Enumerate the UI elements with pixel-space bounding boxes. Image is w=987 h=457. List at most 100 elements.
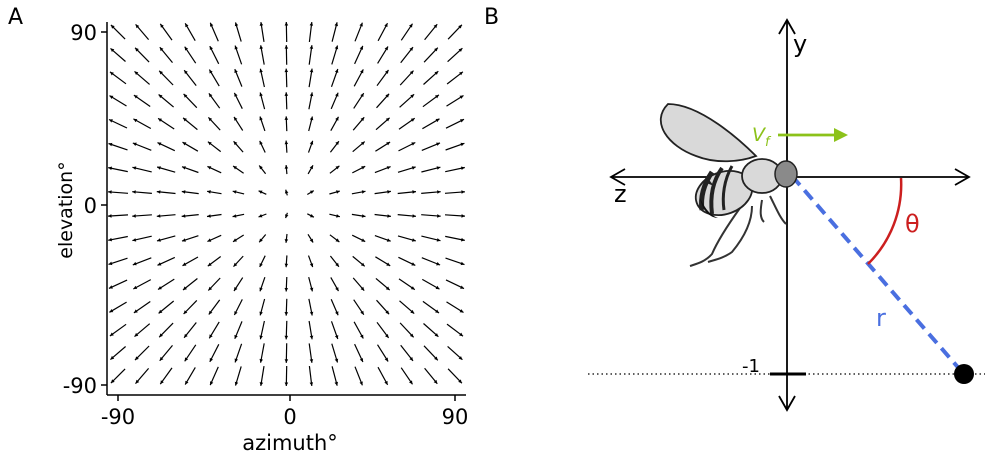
fly-icon — [659, 103, 798, 267]
flow-arrowhead — [360, 93, 364, 98]
flow-arrowhead — [208, 310, 213, 315]
flow-arrowhead — [284, 22, 289, 26]
flow-arrowhead — [158, 94, 163, 99]
flow-arrowhead — [134, 71, 139, 75]
flow-arrowhead — [207, 190, 211, 194]
flow-arrowhead — [208, 93, 213, 98]
flow-arrowhead — [386, 142, 391, 146]
flow-arrowhead — [160, 380, 164, 385]
flow-arrowhead — [309, 311, 314, 316]
flow-arrowhead — [135, 379, 140, 384]
flow-arrowhead — [459, 309, 464, 313]
ytick-90: 90 — [70, 21, 97, 45]
flow-arrowhead — [284, 45, 289, 49]
flow-arrowhead — [459, 71, 463, 76]
flow-arrowhead — [135, 24, 140, 29]
flow-arrowhead — [459, 95, 464, 99]
flow-arrowhead — [181, 190, 186, 194]
flow-arrowhead — [207, 141, 212, 146]
flow-arrowhead — [360, 69, 364, 74]
flow-arrowhead — [110, 24, 115, 29]
distance-label: r — [876, 304, 886, 332]
flow-arrowhead — [207, 166, 212, 170]
flow-arrowhead — [409, 380, 413, 385]
flow-arrowhead — [409, 70, 414, 75]
flow-arrowhead — [232, 214, 237, 218]
flow-arrowhead — [133, 118, 138, 123]
flow-arrowhead — [361, 238, 366, 242]
flow-arrowhead — [108, 261, 113, 266]
xtick-90: 90 — [442, 405, 469, 429]
flow-arrowhead — [436, 238, 441, 242]
flow-arrowhead — [159, 47, 164, 52]
flow-arrowhead — [259, 382, 264, 386]
flow-arrowhead — [385, 310, 390, 315]
flow-arrowhead — [411, 262, 416, 266]
flow-arrowhead — [259, 335, 263, 340]
flow-arrowhead — [436, 262, 441, 266]
flow-arrowhead — [284, 140, 289, 145]
flow-arrowhead — [434, 47, 438, 52]
flow-arrowhead — [284, 335, 289, 340]
flow-arrowhead — [334, 381, 338, 386]
flow-arrowhead — [157, 166, 161, 170]
flow-arrowhead — [335, 92, 339, 97]
flow-arrowhead — [108, 166, 112, 171]
flow-arrowhead — [460, 285, 464, 289]
flow-arrowhead — [259, 22, 264, 26]
flow-arrowhead — [309, 45, 314, 49]
flow-arrowhead — [335, 238, 340, 242]
flow-arrowhead — [458, 24, 462, 29]
flow-arrowhead — [384, 46, 388, 51]
flow-arrowhead — [384, 380, 388, 385]
flow-arrowhead — [458, 356, 463, 360]
flow-arrowhead — [108, 190, 112, 194]
flow-arrowhead — [184, 357, 189, 362]
flow-arrowhead — [284, 68, 289, 73]
flow-arrowhead — [209, 334, 213, 339]
flow-arrowhead — [461, 166, 465, 170]
flow-arrowhead — [284, 288, 289, 292]
flow-arrowhead — [412, 190, 416, 194]
flow-arrowhead — [184, 333, 188, 338]
flow-arrowhead — [384, 23, 388, 28]
flow-arrowhead — [461, 214, 465, 218]
flow-arrowhead — [334, 22, 338, 27]
angle-label: θ — [905, 210, 920, 238]
flow-arrowhead — [210, 381, 214, 386]
flow-arrowhead — [232, 190, 237, 194]
flow-arrowhead — [309, 116, 314, 121]
flow-arrowhead — [334, 69, 339, 73]
flow-arrowhead — [335, 287, 339, 292]
flow-arrowhead — [435, 118, 440, 123]
flow-arrowhead — [157, 262, 162, 266]
flow-arrowhead — [309, 238, 314, 243]
flow-arrowhead — [309, 382, 314, 386]
flow-arrowhead — [132, 214, 136, 218]
flow-arrowhead — [309, 140, 314, 145]
flow-arrowhead — [182, 166, 186, 170]
flow-arrowhead — [109, 309, 114, 313]
flow-arrowhead — [159, 333, 163, 338]
flow-arrowhead — [158, 309, 163, 314]
flow-arrowhead — [234, 334, 238, 339]
flow-arrowhead — [434, 71, 439, 75]
flow-arrowhead — [309, 263, 314, 268]
flow-arrowhead — [335, 116, 339, 121]
flow-arrowhead — [435, 285, 440, 290]
flow-arrowhead — [410, 118, 415, 122]
flow-arrowhead — [132, 142, 137, 146]
flow-arrowhead — [259, 358, 263, 363]
flow-arrowhead — [259, 311, 263, 316]
flow-arrowhead — [133, 285, 138, 289]
flow-arrowhead — [411, 238, 416, 242]
flow-arrowhead — [361, 190, 366, 194]
flow-arrowhead — [360, 117, 365, 122]
flow-arrowhead — [360, 262, 365, 267]
flow-arrowhead — [183, 310, 188, 314]
flow-arrowhead — [359, 381, 363, 386]
flow-arrowhead — [359, 45, 363, 50]
flow-arrowhead — [259, 238, 263, 243]
flow-arrowhead — [409, 23, 413, 28]
